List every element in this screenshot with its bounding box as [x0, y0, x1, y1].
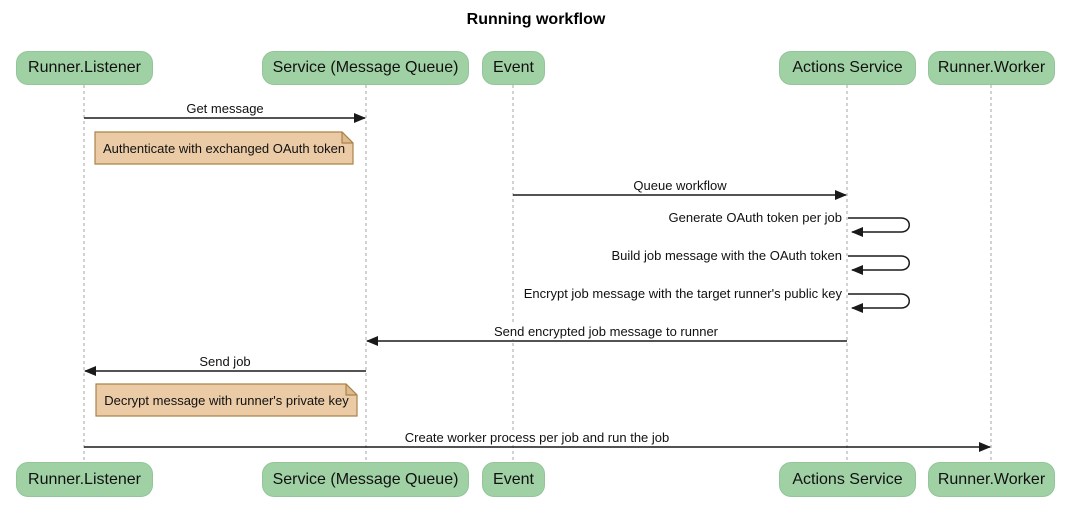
participant-bottom-event: Event [482, 462, 545, 497]
arrow-self-generate-token [848, 217, 910, 237]
message-label-build-message: Build job message with the OAuth token [608, 248, 845, 263]
diagram-title: Running workflow [466, 11, 606, 28]
note-authenticate: Authenticate with exchanged OAuth token [102, 140, 346, 156]
note-decrypt: Decrypt message with runner's private ke… [104, 392, 349, 408]
participant-bottom-service: Service (Message Queue) [262, 462, 469, 497]
message-label-create-worker: Create worker process per job and run th… [401, 430, 673, 445]
participant-bottom-actions-service: Actions Service [779, 462, 916, 497]
message-label-send-encrypted-job: Send encrypted job message to runner [490, 324, 722, 339]
message-label-generate-token: Generate OAuth token per job [665, 210, 845, 225]
message-label-get-message: Get message [183, 101, 267, 116]
participant-bottom-runner-worker: Runner.Worker [928, 462, 1055, 497]
participant-bottom-runner-listener: Runner.Listener [16, 462, 153, 497]
note-decrypt-fold-icon [345, 383, 358, 396]
note-authenticate-fold-icon [341, 131, 354, 144]
note-decrypt-shape [95, 383, 358, 417]
participant-top-actions-service: Actions Service [779, 51, 916, 85]
message-label-encrypt-message: Encrypt job message with the target runn… [520, 286, 845, 301]
arrow-self-build-message [848, 255, 910, 275]
arrow-self-encrypt-message [848, 293, 910, 313]
message-label-send-job: Send job [196, 354, 254, 369]
participant-top-runner-listener: Runner.Listener [16, 51, 153, 85]
participant-top-service: Service (Message Queue) [262, 51, 469, 85]
participant-top-runner-worker: Runner.Worker [928, 51, 1055, 85]
note-authenticate-shape [94, 131, 354, 165]
message-label-queue-workflow: Queue workflow [630, 178, 730, 193]
participant-top-event: Event [482, 51, 545, 85]
